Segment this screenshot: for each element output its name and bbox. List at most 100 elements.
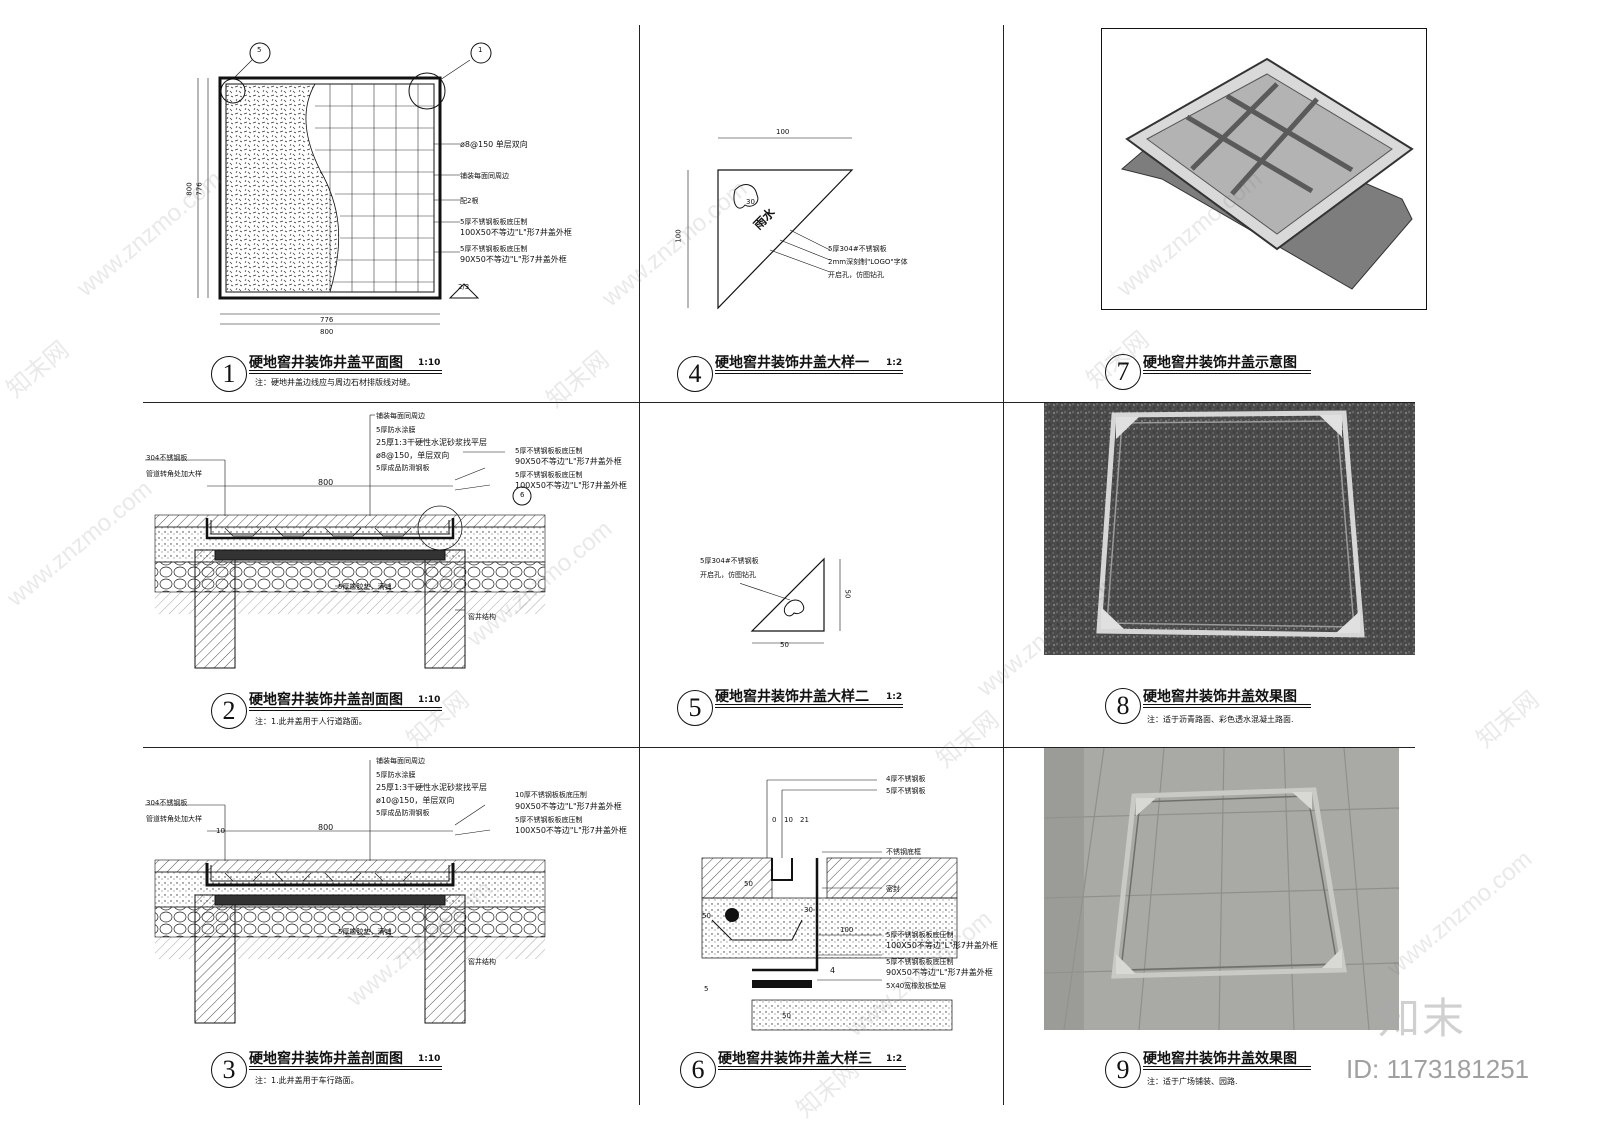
detail-6-callout: 5X40宽橡胶板垫层 [886, 982, 947, 990]
section-3-callout: 窖井结构 [468, 958, 496, 966]
panel-8-note: 注：适于沥青路面、彩色透水混凝土路面. [1147, 715, 1294, 724]
detail-6-dim: 21 [800, 816, 809, 824]
section-3-callout: 10厚不锈钢板板底压制 [515, 791, 587, 799]
plan-callout: 90X50不等边"L"形7井盖外框 [460, 255, 567, 264]
section-2-callout: 窖井结构 [468, 613, 496, 621]
detail-5-drawing [740, 557, 841, 644]
plan-mark-mid: 2/3 [458, 283, 470, 291]
panel-3-title-rule [249, 1066, 442, 1070]
panel-6-title: 硬地窖井装饰井盖大样三 [718, 1051, 872, 1067]
watermark-text: www.znzmo.com [1382, 845, 1538, 982]
section-3-callout: 100X50不等边"L"形7井盖外框 [515, 826, 627, 835]
panel-5-scale: 1:2 [886, 692, 903, 702]
watermark-text: 知末网 [541, 346, 615, 414]
panel-2-scale: 1:10 [418, 695, 441, 705]
detail-4-callout: 2mm深刻制"LOGO"字体 [828, 258, 908, 266]
detail-6-drawing [701, 779, 958, 1031]
panel-9-title-rule [1143, 1066, 1311, 1070]
detail-5-dim-w: 50 [780, 641, 789, 649]
image-id: ID: 1173181251 [1346, 1054, 1530, 1084]
watermark-text: 知末网 [401, 686, 475, 754]
detail-4-callout: 开启孔，仿图钻孔 [828, 271, 884, 279]
detail-6-callout: 密封 [886, 885, 900, 893]
panel-2-number: 2 [211, 693, 247, 729]
detail-6-dim: 50 [782, 1012, 791, 1020]
panel-1-scale: 1:10 [418, 358, 441, 368]
watermark-text: www.znzmo.com [2, 475, 158, 612]
detail-6-dim: 50 [702, 912, 711, 920]
section-3-callout: 5厚不锈钢板板底压制 [515, 816, 583, 824]
detail-6-callout: 90X50不等边"L"形7井盖外框 [886, 968, 993, 977]
section-2-callout: 5厚橡胶垫，满铺 [338, 583, 392, 591]
grid-line [143, 402, 1415, 403]
section-3-mark: 10 [216, 827, 225, 835]
panel-7-title-rule [1143, 370, 1311, 374]
grid-line [1003, 25, 1004, 1105]
panel-8-number: 8 [1105, 688, 1141, 724]
grid-line [143, 747, 1415, 748]
section-2-callout: 25厚1:3干硬性水泥砂浆找平层 [376, 438, 488, 447]
photo-asphalt-cover [1044, 403, 1415, 655]
panel-3-title: 硬地窖井装饰井盖剖面图 [249, 1051, 403, 1067]
detail-5-callout: 开启孔，仿图钻孔 [700, 571, 756, 579]
panel-4-number: 4 [677, 356, 713, 392]
panel-1-title: 硬地窖井装饰井盖平面图 [249, 355, 403, 371]
photo-paving-cover [1044, 748, 1399, 1030]
panel-2-title: 硬地窖井装饰井盖剖面图 [249, 692, 403, 708]
panel-8-title-rule [1143, 704, 1311, 708]
detail-6-callout: 5厚不锈钢板板底压制 [886, 931, 954, 939]
panel-4-title: 硬地窖井装饰井盖大样一 [715, 355, 869, 371]
detail-4-callout: 5厚304#不锈钢板 [828, 245, 887, 253]
panel-1-title-rule [249, 370, 442, 374]
section-2-callout: 5厚不锈钢板板底压制 [515, 471, 583, 479]
plan-callout: 配2根 [460, 197, 479, 205]
detail-4-drawing [687, 137, 854, 310]
plan-mark-5: 5 [257, 46, 262, 54]
plan-callout: 5厚不锈钢板板底压制 [460, 245, 528, 253]
section-2-callout: 5厚防水涂膜 [376, 426, 416, 434]
plan-callout: 铺装每面同周边 [460, 172, 509, 180]
detail-4-dim-h: 100 [674, 229, 683, 243]
detail-6-dim: 30 [804, 906, 813, 914]
detail-6-dim: 5 [704, 985, 709, 993]
plan-dim-h-inner: 776 [195, 182, 204, 196]
panel-5-title: 硬地窖井装饰井盖大样二 [715, 689, 869, 705]
panel-6-title-rule [718, 1066, 906, 1070]
detail-6-dim: 10 [784, 816, 793, 824]
section-2-left: 304不锈钢板 [146, 454, 188, 462]
panel-3-number: 3 [211, 1052, 247, 1088]
watermark-text: 知末网 [931, 706, 1005, 774]
section-3-dim: 800 [318, 823, 334, 832]
section-3-callout: 5厚成品防滑钢板 [376, 809, 430, 817]
brand-logo: 知末 [1378, 994, 1467, 1043]
section-2-mark: 6 [520, 491, 525, 499]
plan-callout: 100X50不等边"L"形7井盖外框 [460, 228, 572, 237]
plan-callout: ø8@150 单层双向 [460, 140, 528, 149]
section-3-callout: 5厚防水涂膜 [376, 771, 416, 779]
panel-1-number: 1 [211, 356, 247, 392]
detail-6-callout: 不锈钢底框 [886, 848, 921, 856]
watermark-text: 知末网 [1, 336, 75, 404]
panel-4-title-rule [715, 370, 903, 374]
panel-5-number: 5 [677, 690, 713, 726]
section-2-callout: 90X50不等边"L"形7井盖外框 [515, 457, 622, 466]
section-2-drawing [145, 414, 546, 669]
panel-2-note: 注：1.此井盖用于人行道路面。 [255, 717, 367, 726]
detail-6-callout: 100X50不等边"L"形7井盖外框 [886, 941, 998, 950]
section-2-left: 管道转角处加大样 [146, 470, 202, 478]
detail-5-dim-h: 50 [843, 589, 852, 599]
section-2-callout: 铺装每面同周边 [376, 412, 425, 420]
panel-8-title: 硬地窖井装饰井盖效果图 [1143, 689, 1297, 705]
panel-5-title-rule [715, 704, 903, 708]
section-3-callout: 5厚橡胶垫，满铺 [338, 928, 392, 936]
detail-6-dim: 4 [830, 966, 836, 975]
panel-3-note: 注：1.此井盖用于车行路面。 [255, 1076, 359, 1085]
grid-line [639, 25, 640, 1105]
section-3-callout: 铺装每面同周边 [376, 757, 425, 765]
detail-6-callout: 5厚不锈钢板 [886, 787, 926, 795]
detail-4-dim-w: 100 [776, 128, 790, 136]
detail-6-dim: 0 [772, 816, 777, 824]
panel-4-scale: 1:2 [886, 358, 903, 368]
panel-9-note: 注：适于广场铺装、园路. [1147, 1077, 1238, 1086]
section-3-left: 管道转角处加大样 [146, 815, 202, 823]
